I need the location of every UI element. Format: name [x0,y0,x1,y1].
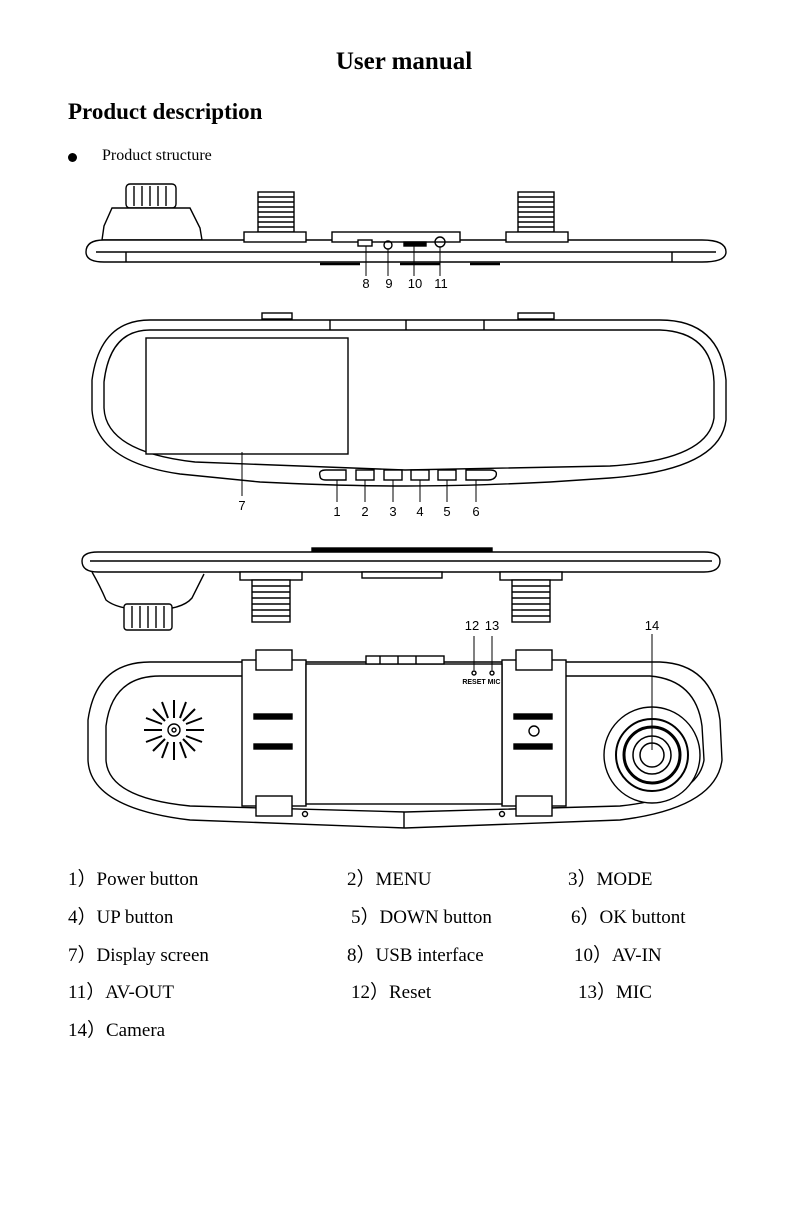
callout-5: 5 [443,504,450,519]
callout-7: 7 [238,498,245,513]
mic-label: MIC [488,679,501,686]
reset-label: RESET [462,679,486,686]
page-title: User manual [335,48,473,75]
bullet-text: Product structure [102,147,212,164]
legend-item: 13）MIC [578,982,652,1003]
product-structure-diagram: 8 9 10 11 7 1 2 3 4 5 6 12 13 14 RESET M… [81,183,727,829]
legend-item: 14）Camera [68,1020,166,1041]
callout-12: 12 [465,618,479,633]
bullet-dot-icon [68,153,77,162]
legend-item: 10）AV-IN [574,945,662,966]
legend-item: 7）Display screen [68,945,209,966]
legend-item: 4）UP button [68,907,174,928]
callout-11: 11 [434,276,448,291]
callout-6: 6 [472,504,479,519]
section-heading: Product description [68,99,263,124]
callout-1: 1 [333,504,340,519]
legend-item: 2）MENU [347,869,432,890]
back-view-mirror [87,634,723,829]
top-view-mirror [85,183,727,276]
speaker-grill-icon [144,700,204,760]
legend-item: 5）DOWN button [351,907,492,928]
legend-item: 12）Reset [351,982,432,1003]
front-view-mirror [91,312,727,502]
callout-14: 14 [645,618,659,633]
callout-2: 2 [361,504,368,519]
bottom-view-mirror [81,547,721,631]
legend-item: 1）Power button [68,869,199,890]
legend-item: 3）MODE [568,869,653,890]
callout-3: 3 [389,504,396,519]
callout-10: 10 [408,276,422,291]
callout-8: 8 [362,276,369,291]
legend-item: 6）OK buttont [571,907,686,928]
legend-item: 8）USB interface [347,945,484,966]
callout-9: 9 [385,276,392,291]
legend-item: 11）AV-OUT [68,982,174,1003]
callout-4: 4 [416,504,423,519]
callout-13: 13 [485,618,499,633]
